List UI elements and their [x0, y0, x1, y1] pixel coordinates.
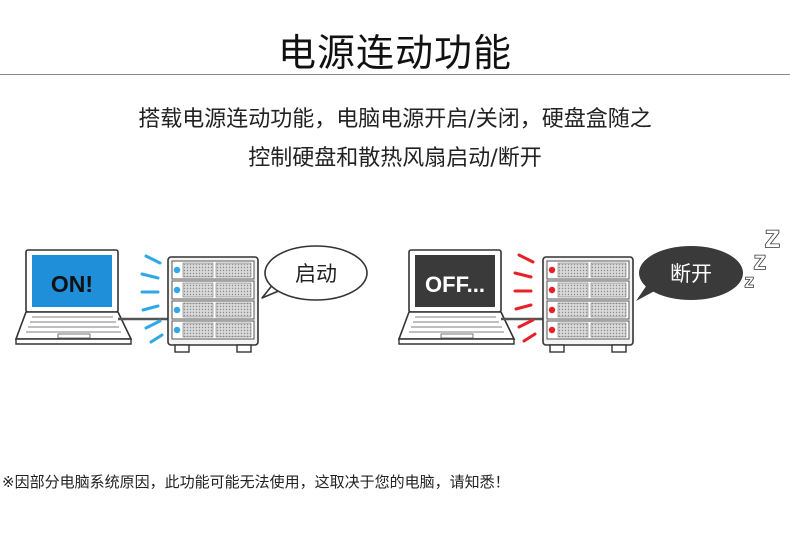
power-sync-illustration: ON! [14, 225, 780, 353]
sleep-letter-medium: Z [754, 253, 766, 274]
laptop-screen-on [32, 255, 112, 307]
led-off [548, 266, 556, 274]
drive-bay-2 [546, 280, 630, 300]
description-line-2: 控制硬盘和散热风扇启动/断开 [248, 146, 542, 171]
led-off [548, 326, 556, 334]
drive-bay-1 [546, 260, 630, 280]
screen-text-off: OFF... [425, 272, 485, 297]
screen-text-on: ON! [51, 271, 93, 297]
drive-bay-4 [171, 320, 255, 340]
speech-bubble-off: 断开 [636, 246, 743, 301]
description-line-1: 搭载电源连动功能，电脑电源开启/关闭，硬盘盒随之 [138, 107, 652, 132]
drive-enclosure-on [167, 256, 259, 353]
drive-enclosure-off [542, 256, 634, 353]
led-on [173, 286, 181, 294]
sleep-letter-large: Z [765, 226, 780, 253]
title-divider [0, 74, 790, 75]
bubble-text-off: 断开 [670, 262, 712, 286]
led-on [173, 266, 181, 274]
led-off [548, 306, 556, 314]
page-title: 电源连动功能 [277, 31, 512, 75]
drive-bay-3 [171, 300, 255, 320]
sleep-letter-small: Z [745, 274, 754, 290]
activity-rays-on [140, 254, 164, 344]
bubble-text-on: 启动 [295, 262, 337, 286]
led-on [173, 326, 181, 334]
activity-rays-off [513, 253, 537, 343]
laptop-on: ON! [14, 249, 133, 345]
drive-bay-3 [546, 300, 630, 320]
laptop-off: OFF... [397, 249, 516, 345]
drive-bay-1 [171, 260, 255, 280]
drive-bay-4 [546, 320, 630, 340]
drive-bay-2 [171, 280, 255, 300]
laptop-screen-off [415, 255, 495, 307]
led-off [548, 286, 556, 294]
left-scene: ON! [14, 245, 368, 353]
right-scene: OFF... [397, 225, 780, 353]
compatibility-note: ※因部分电脑系统原因，此功能可能无法使用，这取决于您的电脑，请知悉！ [2, 473, 510, 491]
led-on [173, 306, 181, 314]
sleep-icon: Z Z Z [744, 225, 780, 291]
speech-bubble-on: 启动 [261, 245, 368, 301]
